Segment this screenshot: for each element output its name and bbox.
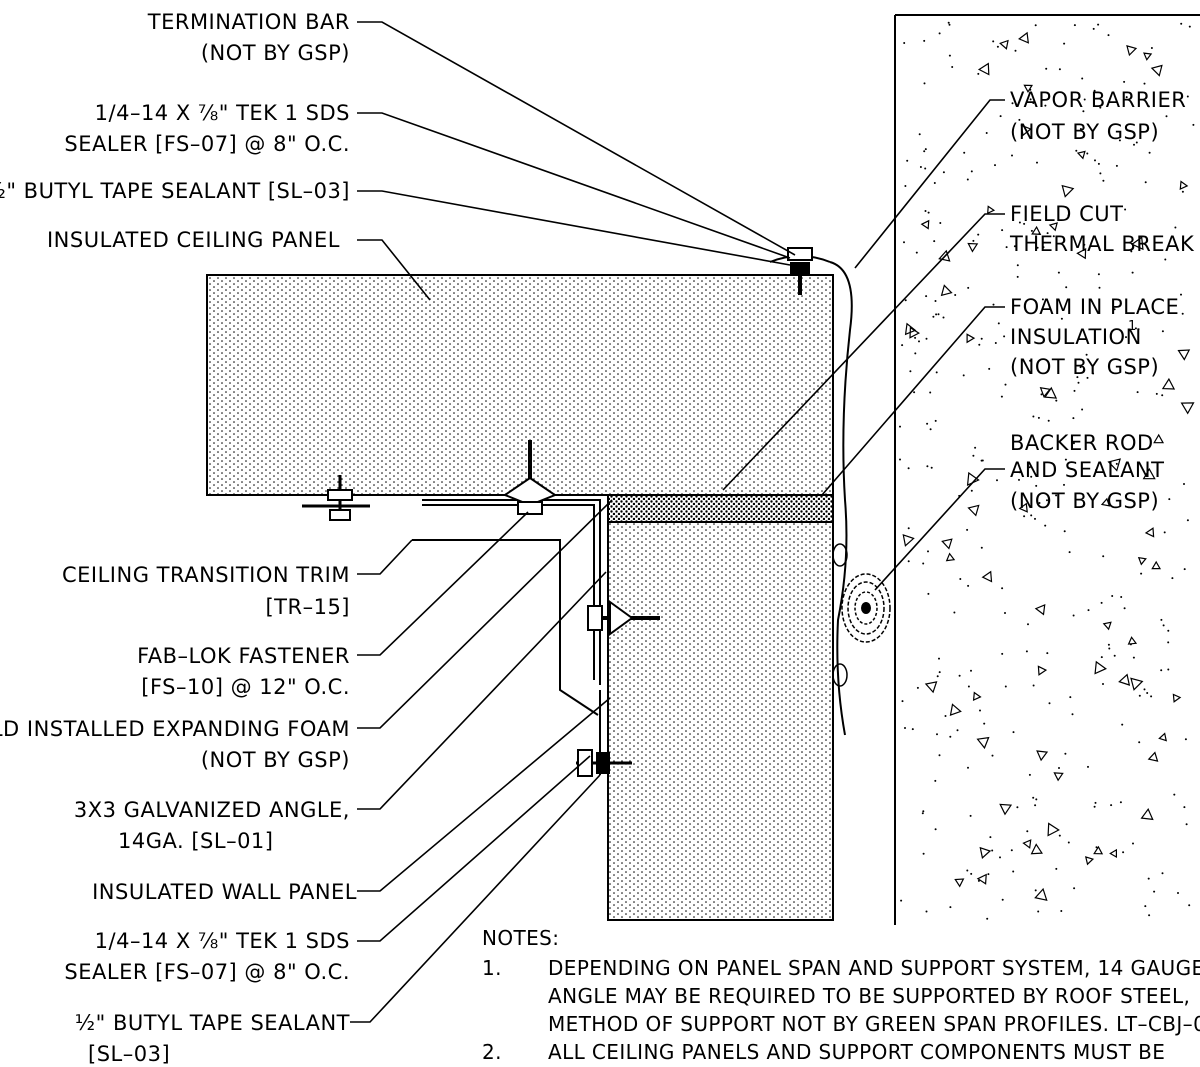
callout-vapor-barrier: VAPOR BARRIER (NOT BY GSP) [1010, 88, 1186, 144]
callout-insulated-ceiling-panel: INSULATED CEILING PANEL [47, 228, 340, 252]
ceiling-panel-shape [206, 274, 834, 496]
fastener-ceiling-left-icon [302, 475, 370, 521]
callout-line: (NOT BY GSP) [201, 748, 350, 772]
callout-ceiling-transition-trim: CEILING TRANSITION TRIM [TR–15] [62, 563, 350, 619]
notes-block: NOTES: 1. DEPENDING ON PANEL SPAN AND SU… [482, 926, 1200, 1064]
note-line: DEPENDING ON PANEL SPAN AND SUPPORT SYST… [548, 956, 1200, 980]
callout-line: TERMINATION BAR [147, 10, 350, 34]
callout-expanding-foam: FIELD INSTALLED EXPANDING FOAM (NOT BY G… [0, 717, 350, 772]
callout-butyl-tape-top: ½" BUTYL TAPE SEALANT [SL–03] [0, 179, 350, 203]
note-line: ANGLE MAY BE REQUIRED TO BE SUPPORTED BY… [548, 984, 1190, 1008]
concrete-wall [894, 14, 1200, 925]
stray-note-number: 1. [1128, 319, 1141, 334]
concrete-aggregate-texture [899, 21, 1195, 920]
callout-line: 3X3 GALVANIZED ANGLE, [74, 798, 350, 822]
callout-line: (NOT BY GSP) [201, 41, 350, 65]
callout-line: THERMAL BREAK [1009, 232, 1195, 256]
fastener-top-icon [769, 247, 831, 295]
callout-line: 1/4–14 X ⅞" TEK 1 SDS [95, 929, 350, 953]
callout-tek-screw-bottom: 1/4–14 X ⅞" TEK 1 SDS SEALER [FS–07] @ 8… [64, 929, 350, 984]
backer-rod-shape [832, 543, 891, 687]
callout-galvanized-angle: 3X3 GALVANIZED ANGLE, 14GA. [SL–01] [74, 798, 350, 853]
wall-panel-shape [607, 521, 834, 921]
callout-tek-screw-top: 1/4–14 X ⅞" TEK 1 SDS SEALER [FS–07] @ 8… [64, 101, 350, 156]
callout-line: [FS–10] @ 12" O.C. [141, 675, 350, 699]
note-line: METHOD OF SUPPORT NOT BY GREEN SPAN PROF… [548, 1012, 1200, 1036]
fastener-angle-icon [587, 600, 660, 636]
callout-line: [TR–15] [265, 595, 350, 619]
callout-line: 1/4–14 X ⅞" TEK 1 SDS [95, 101, 350, 125]
callout-line: CEILING TRANSITION TRIM [62, 563, 350, 587]
callout-line: VAPOR BARRIER [1010, 88, 1186, 112]
callout-thermal-break: FIELD CUT THERMAL BREAK [1009, 202, 1195, 256]
callout-line: FOAM IN PLACE [1010, 295, 1179, 319]
callout-line: 14GA. [SL–01] [118, 829, 273, 853]
thermal-break-shape [607, 494, 834, 523]
callout-line: (NOT BY GSP) [1010, 355, 1159, 379]
callout-line: INSULATED WALL PANEL [92, 880, 357, 904]
callout-line: SEALER [FS–07] @ 8" O.C. [64, 960, 350, 984]
callout-line: BACKER ROD [1010, 431, 1154, 455]
callout-line: INSULATED CEILING PANEL [47, 228, 340, 252]
callout-line: SEALER [FS–07] @ 8" O.C. [64, 132, 350, 156]
callout-insulated-wall-panel: INSULATED WALL PANEL [92, 880, 357, 904]
vapor-barrier-shape [829, 261, 853, 736]
note-number: 2. [482, 1040, 502, 1064]
callout-line: (NOT BY GSP) [1010, 489, 1159, 513]
callout-line: AND SEALANT [1010, 458, 1164, 482]
callout-line: FIELD INSTALLED EXPANDING FOAM [0, 717, 350, 741]
leader-lines [350, 21, 1005, 1023]
transition-trim-shape [412, 499, 601, 775]
callout-butyl-tape-bottom: ½" BUTYL TAPE SEALANT [SL–03] [75, 1011, 350, 1066]
callout-termination-bar: TERMINATION BAR (NOT BY GSP) [147, 10, 350, 65]
callout-line: ½" BUTYL TAPE SEALANT [75, 1011, 350, 1035]
notes-heading: NOTES: [482, 926, 559, 950]
note-line: ALL CEILING PANELS AND SUPPORT COMPONENT… [548, 1040, 1165, 1064]
callout-foam-in-place: FOAM IN PLACE INSULATION (NOT BY GSP) [1010, 295, 1179, 379]
callout-line: INSULATION [1010, 325, 1142, 349]
callout-backer-rod: BACKER ROD AND SEALANT (NOT BY GSP) [1010, 431, 1164, 513]
callout-line: ½" BUTYL TAPE SEALANT [SL–03] [0, 179, 350, 203]
callout-line: (NOT BY GSP) [1010, 120, 1159, 144]
callout-line: [SL–03] [88, 1042, 170, 1066]
note-number: 1. [482, 956, 502, 980]
callout-line: FAB–LOK FASTENER [137, 644, 350, 668]
callout-fab-lok-fastener: FAB–LOK FASTENER [FS–10] @ 12" O.C. [137, 644, 350, 699]
callout-line: FIELD CUT [1010, 202, 1123, 226]
fab-lok-fastener-icon [502, 440, 558, 515]
